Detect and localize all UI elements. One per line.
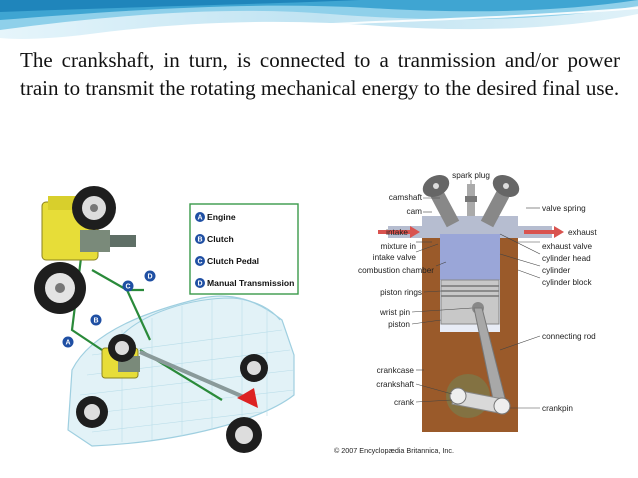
engine-enlarged [41,196,136,261]
svg-text:C: C [125,284,130,291]
svg-text:B: B [93,318,98,325]
label-piston: piston [388,320,410,329]
label-spark-plug: spark plug [452,171,490,180]
drivetrain-figure: A B C D A Engine B Clutch C Clutch Pedal [34,186,299,453]
label-intake-valve: intake valve [373,253,417,262]
spark-plug [465,184,477,216]
svg-text:C: C [197,259,202,266]
label-cylinder-head: cylinder head [542,254,591,263]
label-crank: crank [394,398,415,407]
label-intake: intake [386,228,408,237]
label-crankshaft: crankshaft [376,380,414,389]
wheel-rear-upper [240,354,268,382]
svg-text:Manual Transmission: Manual Transmission [207,278,294,288]
label-connecting-rod: connecting rod [542,332,596,341]
label-exhaust-valve: exhaust valve [542,242,593,251]
svg-text:D: D [197,281,202,288]
legend-item-clutch: B Clutch [195,234,234,244]
wheel-upper-left [34,262,86,314]
label-crankcase: crankcase [377,366,415,375]
piston [440,279,500,325]
leader-lines [411,180,541,409]
cylinder-block-left [422,230,440,334]
legend-item-manual-transmission: D Manual Transmission [195,278,294,288]
label-exhaust: exhaust [568,228,597,237]
label-combustion-chamber: combustion chamber [358,266,434,275]
label-piston-rings: piston rings [380,288,422,297]
marker-a: A [62,336,74,348]
intake-valve-assembly [422,174,460,228]
exhaust-valve-assembly [480,174,520,228]
copyright-text: © 2007 Encyclopædia Britannica, Inc. [334,446,454,455]
wheel-upper-right [72,186,116,230]
legend-item-clutch-pedal: C Clutch Pedal [195,256,259,266]
svg-text:D: D [147,274,152,281]
wheel-front-lower [76,396,108,428]
differential [237,388,258,408]
svg-text:A: A [65,340,70,347]
marker-c: C [122,280,134,292]
label-cylinder-block: cylinder block [542,278,593,287]
combustion-chamber [440,234,500,280]
svg-text:Clutch: Clutch [207,234,234,244]
svg-text:Engine: Engine [207,212,236,222]
engine-cross-section-figure: camshaft cam spark plug intake mixture i… [328,170,620,462]
label-cylinder: cylinder [542,266,570,275]
label-wrist-pin: wrist pin [379,308,410,317]
svg-text:B: B [197,237,202,244]
cylinder-block-right [500,230,518,334]
svg-text:A: A [197,215,202,222]
label-camshaft: camshaft [389,193,423,202]
drivetrain-legend: A Engine B Clutch C Clutch Pedal D Manua… [189,203,299,295]
label-crankpin: crankpin [542,404,573,413]
label-mixture-in: mixture in [381,242,417,251]
label-valve-spring: valve spring [542,204,586,213]
wheel-rear-lower [226,417,262,453]
crank [446,374,511,418]
wheel-front-upper [108,334,136,362]
slide-body-text: The crankshaft, in turn, is connected to… [20,48,620,100]
label-cam: cam [407,207,423,216]
svg-text:Clutch Pedal: Clutch Pedal [207,256,259,266]
legend-item-engine: A Engine [195,212,236,222]
marker-d: D [144,270,156,282]
marker-b: B [90,314,102,326]
header-wave-banner [0,0,638,50]
